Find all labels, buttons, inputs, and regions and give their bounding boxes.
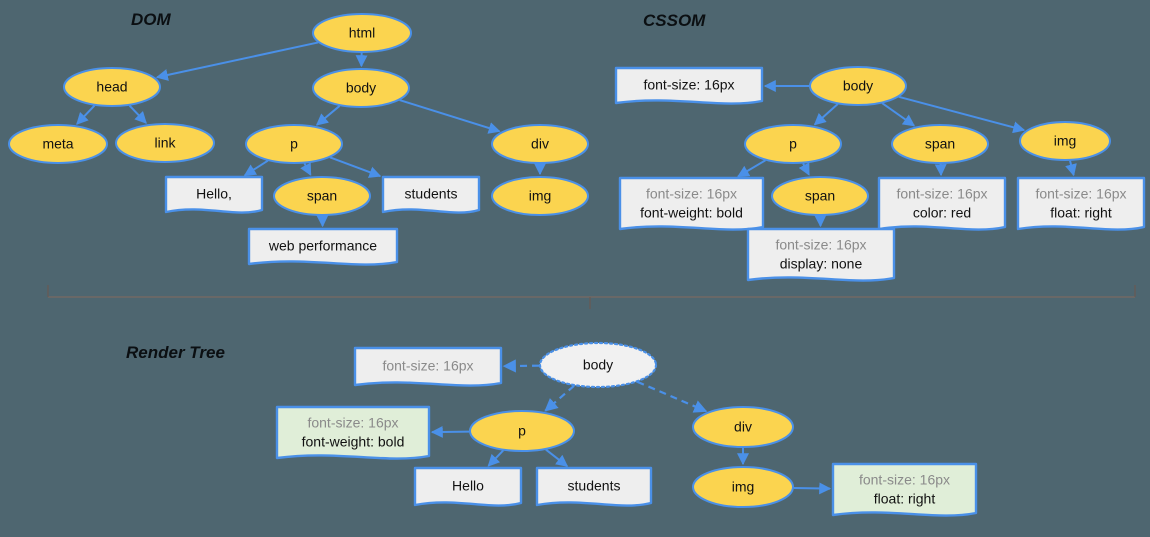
text-node-label: students: [568, 478, 621, 494]
node-label: p: [518, 423, 526, 439]
edge-p-to-hello: [243, 159, 269, 177]
render-rule-box: font-size: 16px float: right: [831, 462, 978, 517]
node-label: span: [307, 188, 337, 204]
rule-line: font-size: 16px: [382, 358, 473, 374]
node-link: link: [115, 123, 215, 163]
node-label: img: [1054, 133, 1077, 149]
edge-rt_p-to-rt_students: [545, 448, 569, 467]
edge-html-to-head: [155, 41, 319, 81]
node-label: p: [290, 136, 298, 152]
node-body: body: [809, 66, 907, 106]
edge-c_body-to-c_span: [881, 102, 916, 127]
edge-p-to-span: [300, 162, 312, 176]
node-label: img: [529, 188, 552, 204]
node-span: span: [771, 176, 869, 216]
node-meta: meta: [8, 124, 108, 164]
node-label: div: [531, 136, 549, 152]
cssom-rule-box: font-size: 16px font-weight: bold: [618, 176, 765, 231]
node-div: div: [491, 124, 589, 164]
render-text-box: students: [535, 466, 653, 507]
edge-rt_p-to-rt_hello: [487, 449, 504, 467]
rule-line: font-weight: bold: [640, 205, 743, 221]
cssom-rule-box: font-size: 16px display: none: [746, 227, 896, 282]
section-title-cssom: CSSOM: [643, 11, 706, 30]
edge-c_p-to-r_p: [737, 159, 766, 178]
dom-text-box: students: [381, 175, 481, 214]
text-node-label: Hello: [452, 478, 484, 494]
text-node-label: Hello,: [196, 186, 232, 202]
node-div: div: [692, 406, 794, 448]
node-p: p: [469, 410, 575, 452]
rule-line: font-size: 16px: [775, 237, 866, 253]
edge-head-to-link: [128, 104, 147, 124]
edge-rt_img-to-rt_r_img: [793, 482, 832, 495]
node-label: span: [925, 136, 955, 152]
text-node-label: web performance: [268, 238, 377, 254]
node-label: body: [346, 80, 376, 96]
edge-body-to-div: [399, 99, 501, 134]
edge-layer: [76, 41, 1077, 495]
section-title-render-tree: Render Tree: [126, 343, 225, 362]
rule-line: float: right: [874, 491, 936, 507]
edge-body-to-p: [315, 105, 341, 126]
rule-line: color: red: [913, 205, 971, 221]
node-span: span: [273, 176, 371, 216]
edge-c_body-to-c_img: [898, 95, 1026, 134]
render-text-box: Hello: [413, 466, 523, 507]
node-label: p: [789, 136, 797, 152]
node-label: div: [734, 419, 752, 435]
rule-line: font-size: 16px: [896, 186, 987, 202]
cssom-rule-box: font-size: 16px color: red: [877, 176, 1007, 231]
dom-text-box: Hello,: [164, 175, 264, 214]
rule-line: font-size: 16px: [643, 77, 734, 93]
edge-rt_body-to-rt_div: [636, 380, 708, 413]
render-rule-box: font-size: 16px font-weight: bold: [275, 405, 431, 460]
node-label: link: [154, 135, 176, 151]
edge-rt_body-to-rt_p: [544, 384, 575, 412]
node-html: html: [312, 13, 412, 53]
node-p: p: [245, 124, 343, 164]
section-title-dom: DOM: [131, 10, 172, 29]
node-head: head: [63, 67, 161, 107]
edge-c_body-to-c_p: [813, 103, 839, 126]
rule-line: float: right: [1050, 205, 1112, 221]
edge-c_p-to-c_span2: [798, 162, 810, 176]
edge-head-to-meta: [76, 104, 96, 125]
node-img: img: [692, 466, 794, 508]
rule-line: font-size: 16px: [307, 415, 398, 431]
rule-line: font-weight: bold: [302, 434, 405, 450]
rule-line: font-size: 16px: [859, 472, 950, 488]
node-label: html: [349, 25, 375, 41]
edge-c_img-to-r_img_float: [1065, 160, 1077, 177]
rule-line: display: none: [780, 256, 863, 272]
node-layer: html head body meta link p div span img body p span…: [8, 13, 1111, 508]
text-node-label: students: [405, 186, 458, 202]
node-label: body: [583, 357, 613, 373]
cssom-rule-box: font-size: 16px: [614, 66, 764, 105]
divider-layer: [47, 285, 1136, 309]
edge-p-to-students: [329, 156, 382, 178]
node-span: span: [891, 124, 989, 164]
node-label: span: [805, 188, 835, 204]
node-body: body: [312, 68, 410, 108]
node-img: img: [491, 176, 589, 216]
render-rule-box: font-size: 16px: [353, 346, 503, 387]
dom-text-box: web performance: [247, 227, 399, 266]
node-body: body: [538, 341, 658, 389]
rule-line: font-size: 16px: [646, 186, 737, 202]
box-layer: Hello, students web performance font-size: …: [164, 66, 1146, 517]
node-img: img: [1019, 121, 1111, 161]
node-label: body: [843, 78, 873, 94]
rule-line: font-size: 16px: [1035, 186, 1126, 202]
node-label: head: [96, 79, 127, 95]
node-p: p: [744, 124, 842, 164]
node-label: img: [732, 479, 755, 495]
cssom-rule-box: font-size: 16px float: right: [1016, 176, 1146, 231]
node-label: meta: [42, 136, 73, 152]
